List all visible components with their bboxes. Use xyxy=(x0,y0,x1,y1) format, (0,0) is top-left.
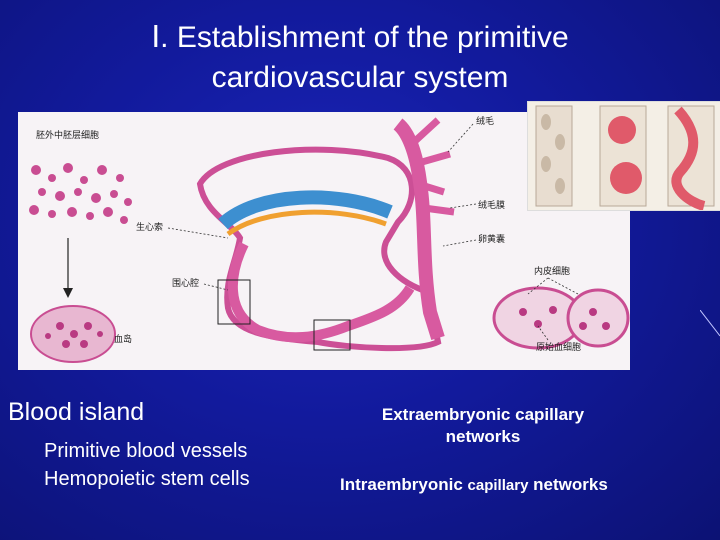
intra-part-a: Intraembryonic xyxy=(340,475,468,494)
corner-accent-line xyxy=(700,310,720,337)
intra-part-b: capillary xyxy=(467,477,529,494)
label-pericardial-cavity: 围心腔 xyxy=(172,277,199,289)
connecting-stalk xyxy=(393,118,445,341)
label-primitive-blood-cells: 原始血细胞 xyxy=(536,341,581,353)
title-line-2: cardiovascular system xyxy=(211,61,509,94)
extra-line-1: Extraembryonic capillary xyxy=(381,405,585,424)
label-endothelial-cells: 内皮细胞 xyxy=(534,265,570,277)
label-chorion: 绒毛膜 xyxy=(478,199,505,211)
yolk-sac-wall xyxy=(227,241,415,343)
embryo-diagram-svg: 胚外中胚层细胞 生心索 围心腔 血岛 绒毛 绒毛膜 卵黄囊 内皮细胞 原始血细胞 xyxy=(29,115,630,363)
blood-island-cluster xyxy=(30,305,116,363)
endoderm-layer xyxy=(226,209,387,237)
label-yolk-sac: 卵黄囊 xyxy=(478,233,505,245)
histology-inset-svg xyxy=(535,105,715,211)
label-villi: 绒毛 xyxy=(476,115,494,127)
villi-branches xyxy=(411,117,455,216)
label-extraembryonic-mesoderm-cells: 胚外中胚层细胞 xyxy=(36,129,99,141)
extra-line-2: networks xyxy=(445,427,521,446)
label-blood-island: 血岛 xyxy=(114,333,132,345)
slide-title: Ⅰ. Establishment of the primitive cardio… xyxy=(0,18,720,98)
stem-cells-text: Hemopoietic stem cells xyxy=(44,468,250,490)
intraembryonic-networks-text: Intraembryonic capillary networks xyxy=(340,475,608,495)
title-line-1: Ⅰ. Establishment of the primitive xyxy=(151,21,569,54)
intra-part-c: networks xyxy=(528,475,608,494)
vessel-cross-section xyxy=(492,286,630,350)
arrow-head xyxy=(63,288,73,298)
embryo-outline xyxy=(196,146,442,352)
mesoderm-cells-cluster xyxy=(29,163,132,224)
pericardial-highlight-box xyxy=(217,279,251,325)
histology-inset xyxy=(527,101,720,211)
extraembryonic-networks-text: Extraembryonic capillary networks xyxy=(358,404,608,448)
blood-island-highlight-box xyxy=(313,319,351,351)
ectoderm-layer xyxy=(218,190,393,230)
primitive-vessels-text: Primitive blood vessels xyxy=(44,440,248,462)
label-cardiogenic-cord: 生心索 xyxy=(136,221,163,233)
blood-island-heading: Blood island xyxy=(8,398,145,426)
